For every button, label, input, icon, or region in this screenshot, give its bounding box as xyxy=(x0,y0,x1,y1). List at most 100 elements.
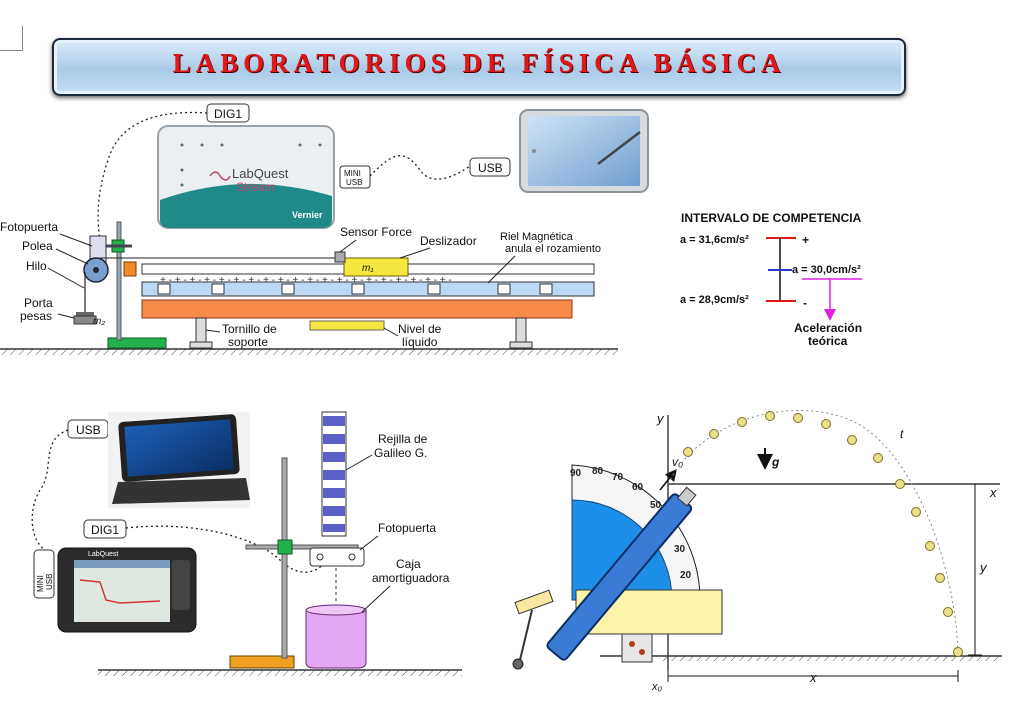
nivel-label-1: Nivel de xyxy=(398,322,442,336)
svg-text:20: 20 xyxy=(680,570,692,581)
track-polarity-marks: + - + - + - + - + - + - + - + - + - + - … xyxy=(160,275,452,286)
mini-usb-bottom-2: USB xyxy=(45,574,54,590)
upper-value: a = 31,6cm/s² xyxy=(680,234,749,246)
usb-tag-top xyxy=(469,157,511,177)
pulley-clamp xyxy=(123,261,137,277)
m2-label: m₂ xyxy=(93,316,105,327)
trajectory-path xyxy=(667,409,959,653)
wave-icon xyxy=(209,171,231,181)
deslizador-label: Deslizador xyxy=(420,234,477,248)
mini-usb-tag-top xyxy=(339,165,371,189)
dig1-cable xyxy=(97,111,208,241)
page-title: LABORATORIOS DE FÍSICA BÁSICA xyxy=(172,48,786,78)
riel-magnetica xyxy=(141,281,595,297)
svg-text:+ - + - + - + - + - + - + - +: + - + - + - + - + - + - + - + - + - + - … xyxy=(160,275,452,286)
floor-top xyxy=(0,349,618,355)
x-dist-label: x xyxy=(809,670,817,685)
svg-text:60: 60 xyxy=(632,482,644,493)
v0-arrow xyxy=(659,468,677,491)
tornillo-supports xyxy=(189,317,533,349)
caja-label-1: Caja xyxy=(396,557,421,571)
sensor-force-label: Sensor Force xyxy=(340,225,412,239)
clamp-bottom xyxy=(277,539,293,555)
projectile-setup: y x 90 80 70 60 50 40 30 20 xyxy=(512,409,1002,693)
x-axis-label: x xyxy=(989,485,997,500)
mini-usb-tag-bottom xyxy=(33,549,55,599)
svg-text:50: 50 xyxy=(650,500,662,511)
fotopuerta-label-bottom: Fotopuerta xyxy=(378,521,436,535)
trigger-lever xyxy=(514,589,554,615)
dig1-label: DIG1 xyxy=(214,107,242,121)
caja-amortiguadora xyxy=(305,609,367,669)
floor-projectile xyxy=(660,656,1002,661)
mini-usb-top-1: MINI xyxy=(344,169,361,178)
acel-label-2: teórica xyxy=(808,334,848,348)
acel-label-1: Aceleración xyxy=(794,321,862,335)
stream-label: Stream xyxy=(236,180,275,194)
stand-base-bottom xyxy=(229,655,295,669)
hilo-label: Hilo xyxy=(26,259,47,273)
porta-label-1: Porta xyxy=(24,296,53,310)
porta-label-2: pesas xyxy=(20,309,52,323)
rejilla-galileo xyxy=(321,411,347,537)
middle-value: a = 30,0cm/s² xyxy=(792,264,861,276)
competencia-heading: INTERVALO DE COMPETENCIA xyxy=(681,211,862,225)
labquest-handheld: LabQuest xyxy=(57,547,197,633)
lower-value: a = 28,9cm/s² xyxy=(680,294,749,306)
riel-label-1: Riel Magnética xyxy=(500,231,574,243)
rejilla-label-1: Rejilla de xyxy=(378,432,428,446)
labquest-stream-device: LabQuest Stream Vernier xyxy=(157,125,335,229)
labquest-handheld-label: LabQuest xyxy=(88,551,118,558)
usb-cable-bottom xyxy=(31,429,69,551)
fotopuerta-bottom xyxy=(309,547,365,567)
tornillo-label-2: soporte xyxy=(228,335,268,349)
mini-usb-bottom-1: MINI xyxy=(36,575,45,592)
stand-rod-top xyxy=(116,221,122,341)
svg-text:90: 90 xyxy=(570,468,582,479)
usb-cable-top xyxy=(369,155,471,180)
nivel-label-2: líquido xyxy=(402,335,438,349)
stand-rod-bottom xyxy=(281,457,288,659)
minus-sign: - xyxy=(803,296,807,310)
competencia-panel: INTERVALO DE COMPETENCIA a = 31,6cm/s² +… xyxy=(680,211,862,348)
polea-label: Polea xyxy=(22,239,53,253)
dig1-label-bottom: DIG1 xyxy=(91,523,119,537)
usb-label-bottom: USB xyxy=(76,423,101,437)
svg-text:30: 30 xyxy=(674,544,686,555)
tablet-top xyxy=(519,109,649,193)
usb-label-top: USB xyxy=(478,161,503,175)
svg-text:80: 80 xyxy=(592,466,604,477)
fotopuerta-label: Fotopuerta xyxy=(0,220,58,234)
nivel-liquido xyxy=(309,320,385,331)
clamp-foot xyxy=(621,633,653,663)
sensor-force-device xyxy=(334,251,346,263)
floor-bottom xyxy=(98,670,462,676)
vernier-label: Vernier xyxy=(292,210,323,220)
bottom-left-setup: USB MINI USB DIG1 LabQuest xyxy=(31,411,462,676)
top-setup: LabQuest Stream Vernier DIG1 MINI USB US… xyxy=(0,103,649,355)
tablet-keyboard xyxy=(108,412,250,508)
svg-text:70: 70 xyxy=(612,472,624,483)
g-label: g xyxy=(771,455,780,469)
projectile-positions xyxy=(683,411,963,657)
plus-sign: + xyxy=(802,233,809,247)
y-dist-label: y xyxy=(979,560,988,575)
track-base xyxy=(141,299,573,319)
mini-usb-top-2: USB xyxy=(346,178,362,187)
deslizador-cart xyxy=(343,257,409,277)
labquest-label: LabQuest xyxy=(232,166,289,181)
title-banner: LABORATORIOS DE FÍSICA BÁSICA xyxy=(52,38,906,96)
y-axis-label: y xyxy=(656,411,665,426)
dig1-tag-bottom xyxy=(83,519,127,539)
launcher-barrel xyxy=(546,486,697,661)
stand-base-top xyxy=(107,337,167,349)
riel-label-2: anula el rozamiento xyxy=(505,243,601,255)
v0-label: v₀ xyxy=(672,455,683,469)
corner-mark xyxy=(0,26,23,51)
t-label: t xyxy=(900,427,904,441)
porta-pesas-weight xyxy=(73,315,97,325)
caja-label-2: amortiguadora xyxy=(372,571,450,585)
rejilla-label-2: Galileo G. xyxy=(374,446,427,460)
dig1-cable-bottom xyxy=(125,525,327,573)
